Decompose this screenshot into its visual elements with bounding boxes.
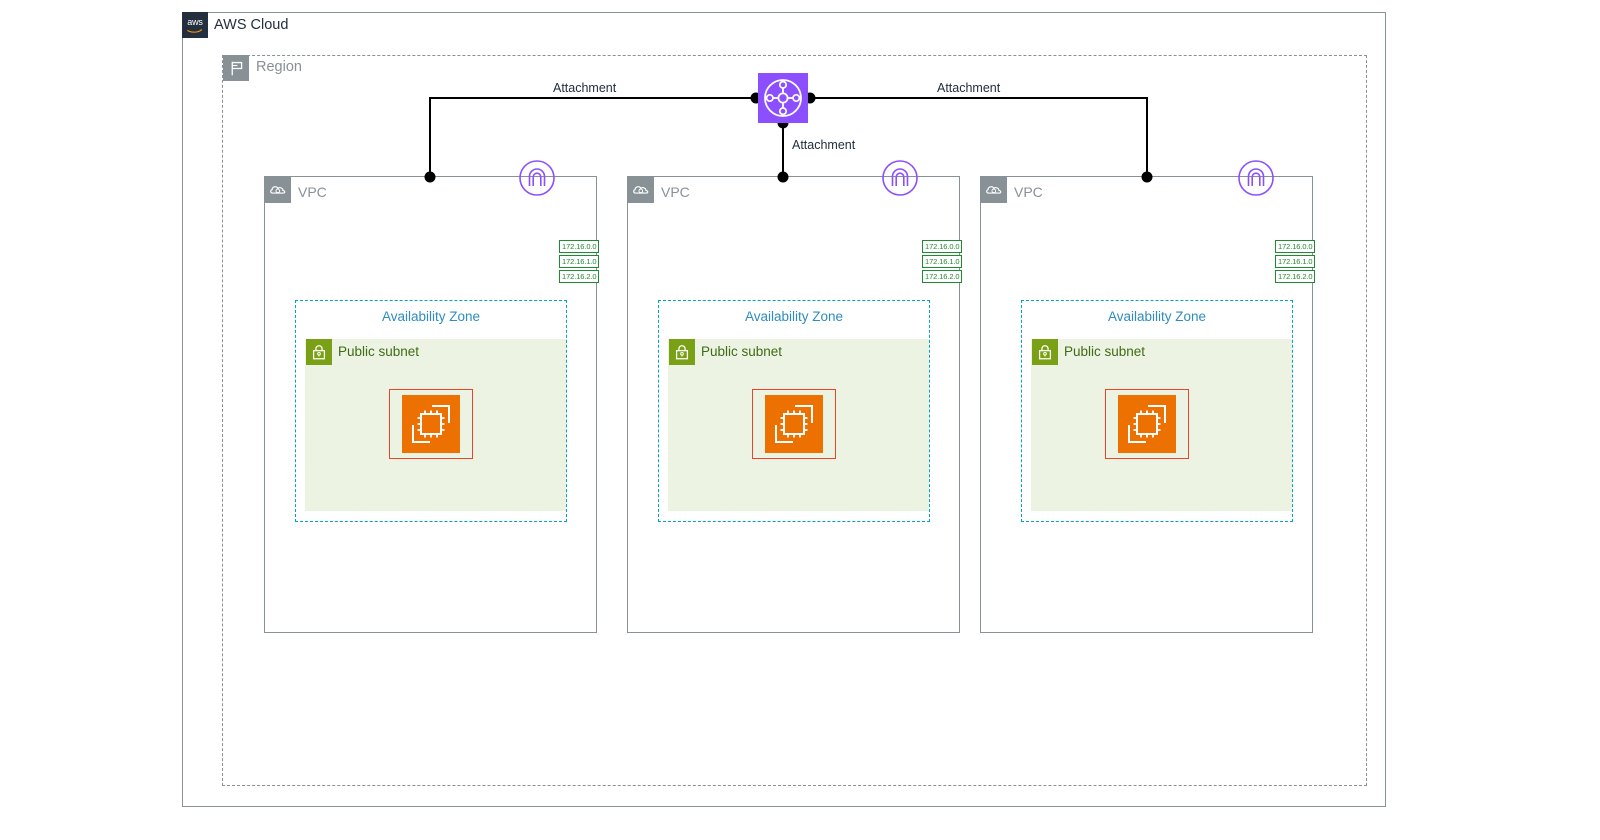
vpc-cloud-icon: [981, 177, 1007, 203]
vpc-1-availability-zone-label: Availability Zone: [381, 309, 481, 324]
ec2-instance-icon[interactable]: [402, 395, 460, 453]
cidr-chip: 172.16.2.0: [1275, 270, 1316, 283]
vpc-1-cidr-list: 172.16.0.0 172.16.1.0 172.16.2.0: [559, 240, 600, 283]
transit-gateway-icon[interactable]: [758, 73, 808, 123]
cidr-chip: 172.16.0.0: [922, 240, 963, 253]
gateway-attachment-icon[interactable]: [518, 159, 556, 197]
gateway-attachment-icon[interactable]: [1237, 159, 1275, 197]
aws-cloud-label: AWS Cloud: [214, 17, 289, 33]
ec2-instance-icon[interactable]: [765, 395, 823, 453]
region-boundary: [222, 55, 1367, 786]
aws-logo-text: aws: [187, 16, 203, 27]
vpc-2-public-subnet-label: Public subnet: [701, 344, 783, 359]
aws-logo-icon: aws: [182, 12, 208, 38]
cidr-chip: 172.16.0.0: [1275, 240, 1316, 253]
cidr-chip: 172.16.1.0: [559, 255, 600, 268]
vpc-3-availability-zone-boundary: [1021, 300, 1293, 522]
cidr-chip: 172.16.1.0: [922, 255, 963, 268]
attachment-label-left: Attachment: [553, 81, 617, 95]
subnet-lock-icon: [1032, 339, 1058, 365]
cidr-chip: 172.16.1.0: [1275, 255, 1316, 268]
subnet-lock-icon: [669, 339, 695, 365]
attachment-label-middle: Attachment: [792, 138, 856, 152]
vpc-3-public-subnet-label: Public subnet: [1064, 344, 1146, 359]
gateway-attachment-icon[interactable]: [881, 159, 919, 197]
attachment-label-right: Attachment: [937, 81, 1001, 95]
ec2-instance-icon[interactable]: [1118, 395, 1176, 453]
region-label: Region: [256, 59, 302, 75]
vpc-cloud-icon: [265, 177, 291, 203]
vpc-2-availability-zone-label: Availability Zone: [744, 309, 844, 324]
vpc-1-label: VPC: [298, 184, 327, 200]
vpc-1-availability-zone-boundary: [295, 300, 567, 522]
vpc-3-cidr-list: 172.16.0.0 172.16.1.0 172.16.2.0: [1275, 240, 1316, 283]
cidr-chip: 172.16.0.0: [559, 240, 600, 253]
cidr-chip: 172.16.2.0: [559, 270, 600, 283]
aws-swoosh-icon: [187, 28, 203, 33]
vpc-2-cidr-list: 172.16.0.0 172.16.1.0 172.16.2.0: [922, 240, 963, 283]
vpc-cloud-icon: [628, 177, 654, 203]
region-flag-icon: [223, 55, 249, 81]
vpc-1-public-subnet-label: Public subnet: [338, 344, 420, 359]
vpc-2-label: VPC: [661, 184, 690, 200]
subnet-lock-icon: [306, 339, 332, 365]
vpc-2-availability-zone-boundary: [658, 300, 930, 522]
vpc-3-label: VPC: [1014, 184, 1043, 200]
cidr-chip: 172.16.2.0: [922, 270, 963, 283]
vpc-3-availability-zone-label: Availability Zone: [1107, 309, 1207, 324]
